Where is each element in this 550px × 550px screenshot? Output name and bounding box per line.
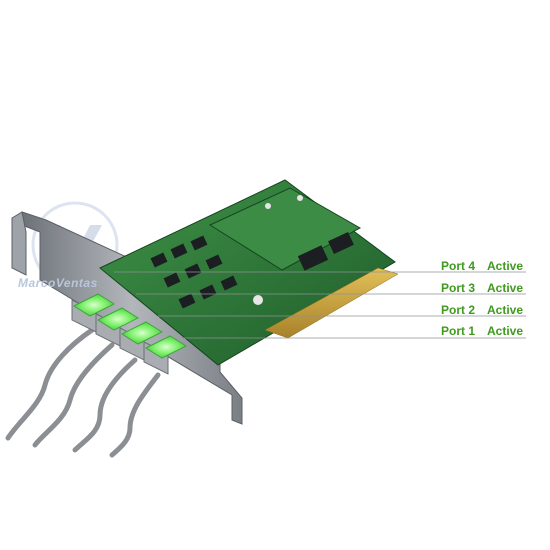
- port-name: Port 1: [441, 324, 476, 338]
- pcb-board: [71, 179, 399, 375]
- port-2-label: Port 2 Active: [441, 303, 541, 317]
- leader-lines: [114, 271, 526, 339]
- port-status: Active: [487, 259, 524, 273]
- port-status: Active: [487, 281, 524, 295]
- port-name: Port 2: [441, 303, 476, 317]
- port-leds: [72, 293, 188, 359]
- watermark-text: MarcoVentas: [18, 276, 98, 290]
- cables: [5, 327, 161, 458]
- port-status: Active: [487, 324, 524, 338]
- port-3-label: Port 3 Active: [441, 281, 541, 295]
- port-name: Port 4: [441, 259, 476, 273]
- port-4-label: Port 4 Active: [441, 259, 541, 273]
- port-status: Active: [487, 303, 524, 317]
- port-1-label: Port 1 Active: [441, 324, 541, 338]
- port-name: Port 3: [441, 281, 476, 295]
